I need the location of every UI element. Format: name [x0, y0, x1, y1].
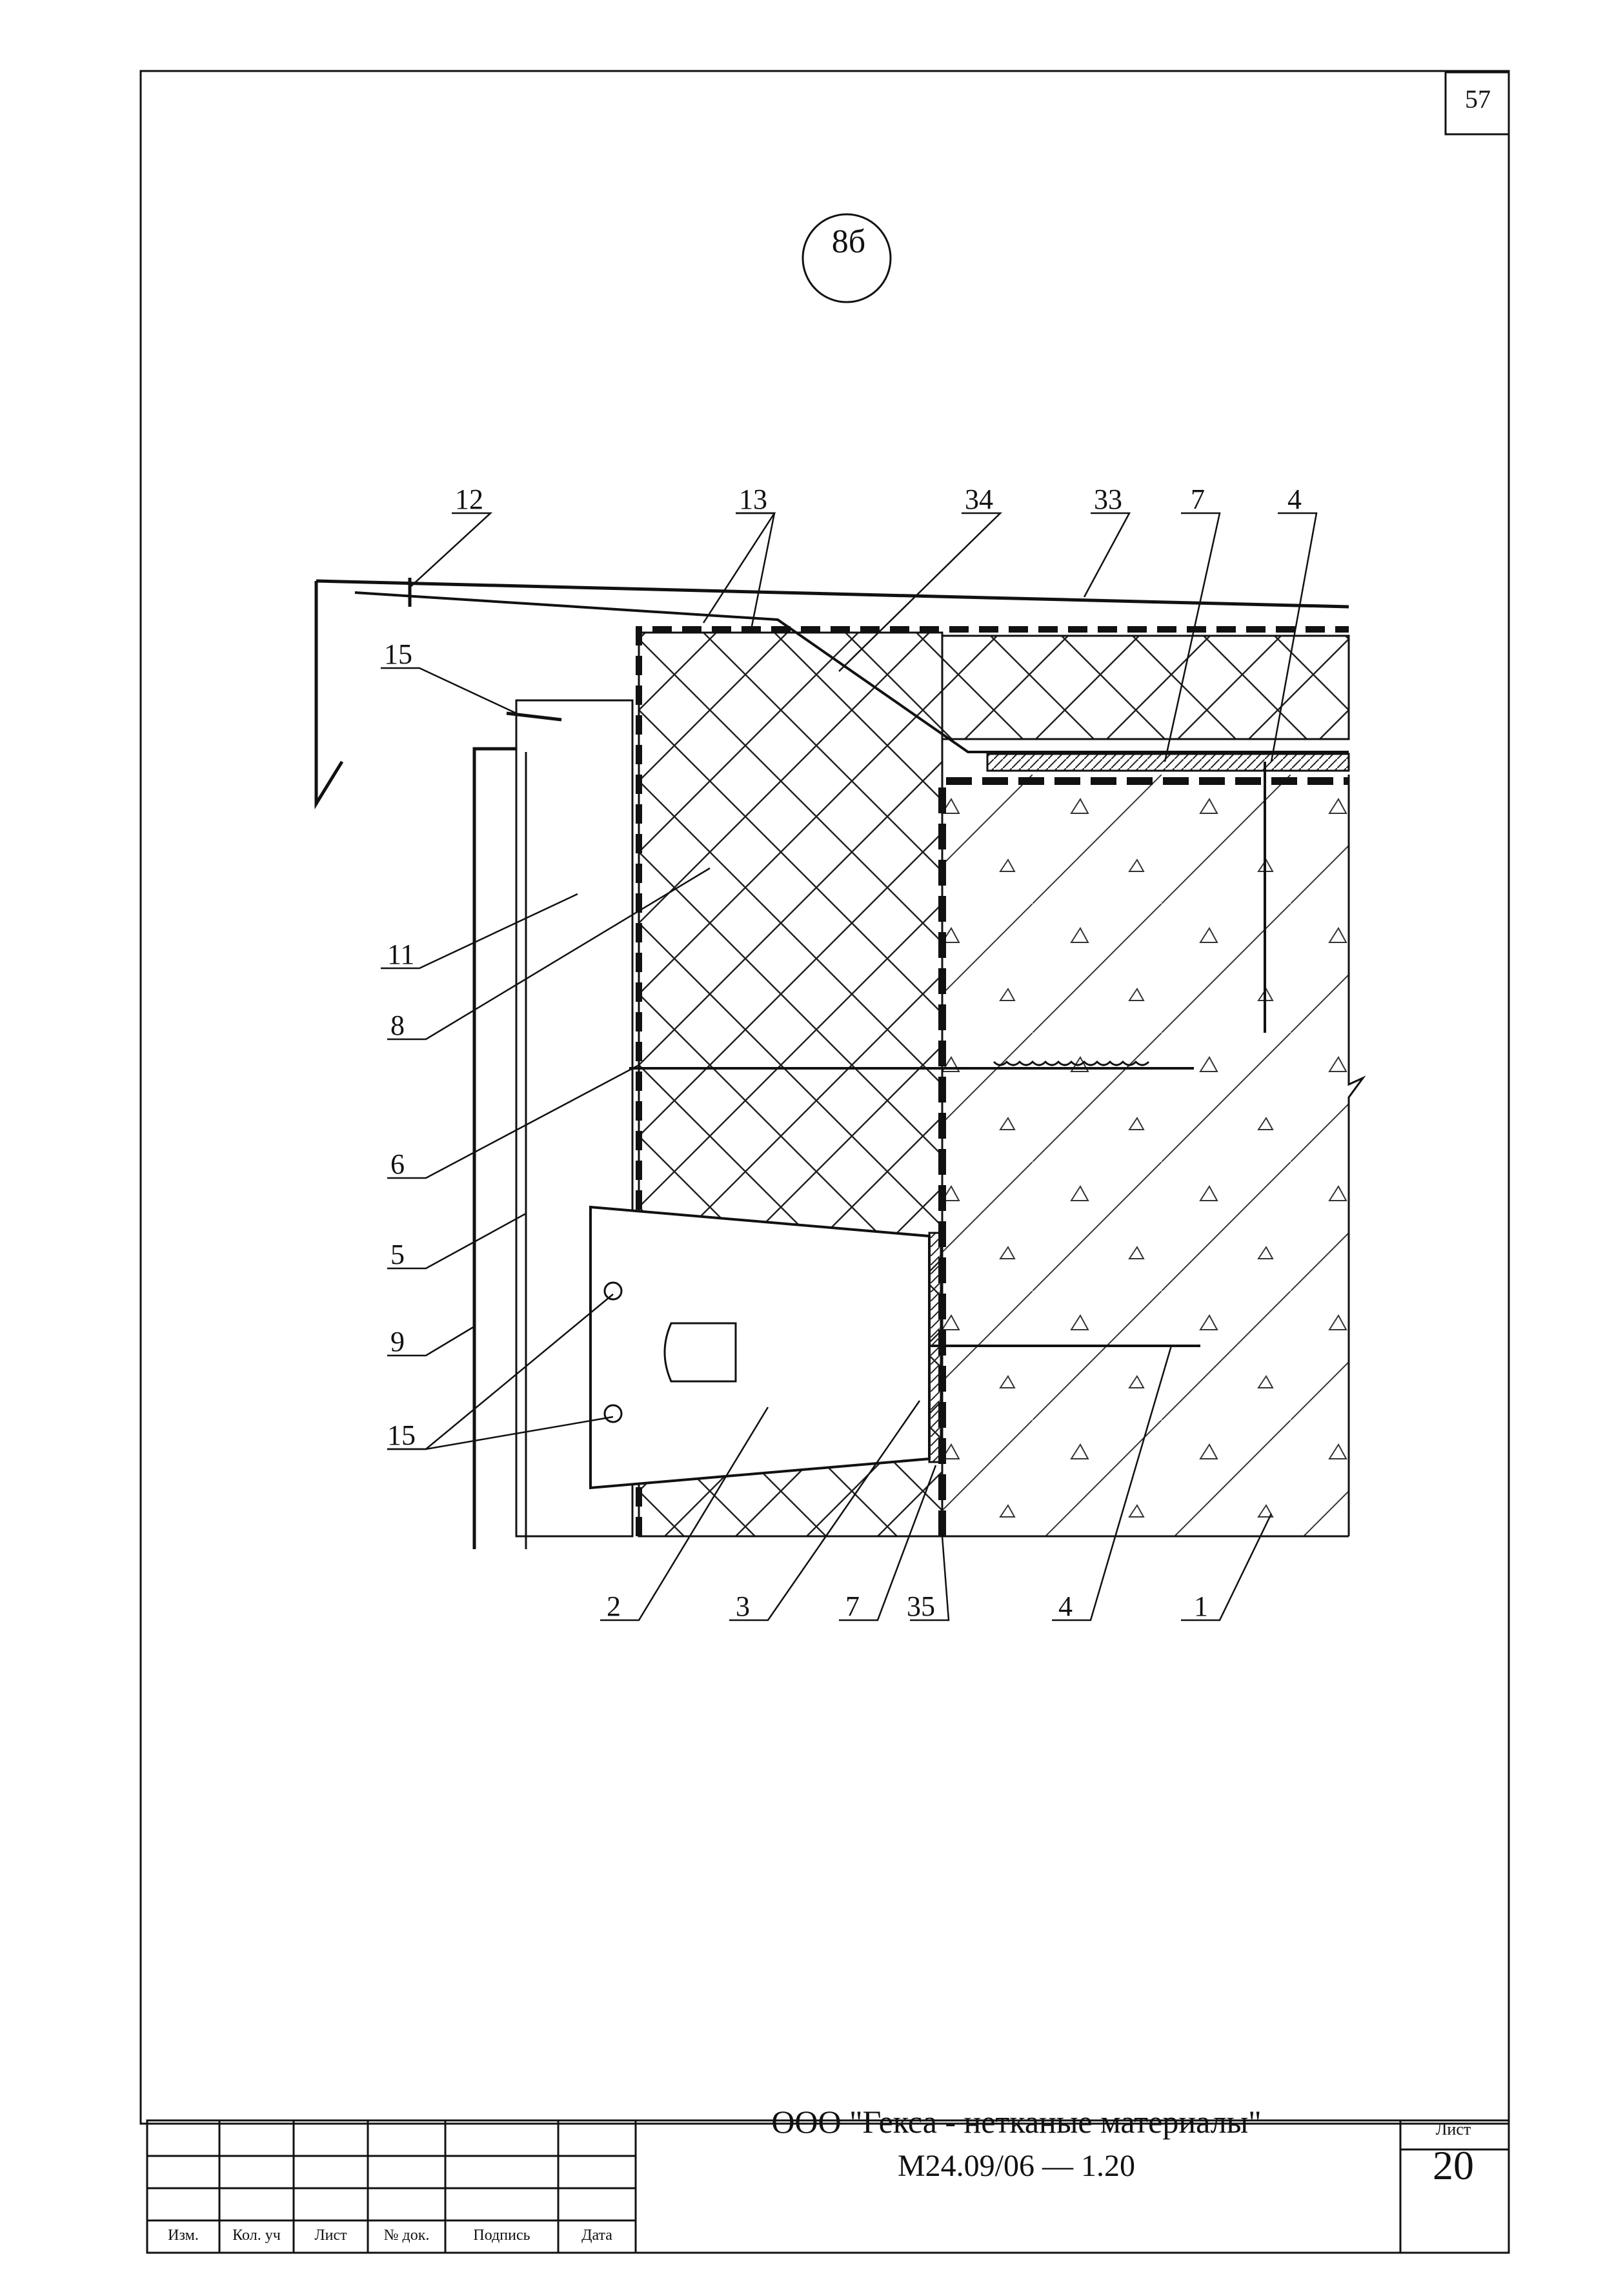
insulation-top	[941, 635, 1350, 740]
support-plate-top	[986, 753, 1350, 772]
column-date: Дата	[581, 2227, 612, 2244]
callout-12: 12	[455, 483, 483, 515]
callout-6: 6	[390, 1148, 405, 1180]
callout-2: 2	[607, 1590, 621, 1622]
wall-bracket-2	[589, 1205, 931, 1490]
page-number: 57	[1465, 85, 1491, 114]
detail-badge: 8б	[831, 223, 866, 260]
column-list: Лист	[314, 2227, 347, 2244]
bracket-screw-top	[603, 1281, 623, 1301]
callout-3: 3	[736, 1590, 750, 1622]
callout-13: 13	[739, 483, 767, 515]
callout-4-bottom: 4	[1058, 1590, 1073, 1622]
callout-7-top: 7	[1191, 483, 1205, 515]
callout-34: 34	[965, 483, 993, 515]
page-number-box	[1444, 71, 1510, 136]
callout-35: 35	[907, 1590, 935, 1622]
callout-7-bottom: 7	[845, 1590, 860, 1622]
callout-33: 33	[1094, 483, 1122, 515]
bracket-screw-bottom	[603, 1404, 623, 1423]
parapet-cap	[314, 579, 1349, 809]
callout-9: 9	[390, 1326, 405, 1357]
callout-15-bottom: 15	[387, 1419, 416, 1451]
callout-8: 8	[390, 1010, 405, 1041]
facade-cladding-9	[472, 747, 516, 1549]
column-doc-number: № док.	[383, 2227, 430, 2244]
title-block	[146, 2119, 1510, 2254]
callout-15-top: 15	[384, 638, 412, 670]
screw-top-15	[506, 711, 562, 722]
bracket-slot	[663, 1322, 737, 1383]
paronite-gasket-3	[928, 1232, 942, 1463]
document-code: М24.09/06 — 1.20	[897, 2149, 1135, 2183]
vapor-membrane	[938, 777, 1349, 1536]
callout-5: 5	[390, 1239, 405, 1270]
callout-1: 1	[1194, 1590, 1208, 1622]
sheet-number: 20	[1433, 2142, 1474, 2188]
sheet-label: Лист	[1435, 2120, 1471, 2139]
break-line	[1347, 775, 1366, 1536]
concrete-wall	[942, 775, 1349, 1536]
parapet-flashing	[354, 591, 1349, 753]
sheet-frame	[139, 70, 1510, 2125]
dowel-thread	[993, 1060, 1150, 1066]
leader-lines	[381, 512, 1318, 1621]
facade-panel-11	[515, 699, 634, 1538]
column-kol-uch: Кол. уч	[232, 2227, 281, 2244]
callout-4-top: 4	[1287, 483, 1302, 515]
column-izm: Изм.	[168, 2227, 199, 2244]
column-signature: Подпись	[473, 2227, 530, 2244]
organization-name: ООО "Гекса - нетканые материалы"	[771, 2104, 1262, 2140]
callout-11: 11	[387, 939, 415, 970]
detail-badge-circle	[802, 213, 892, 303]
